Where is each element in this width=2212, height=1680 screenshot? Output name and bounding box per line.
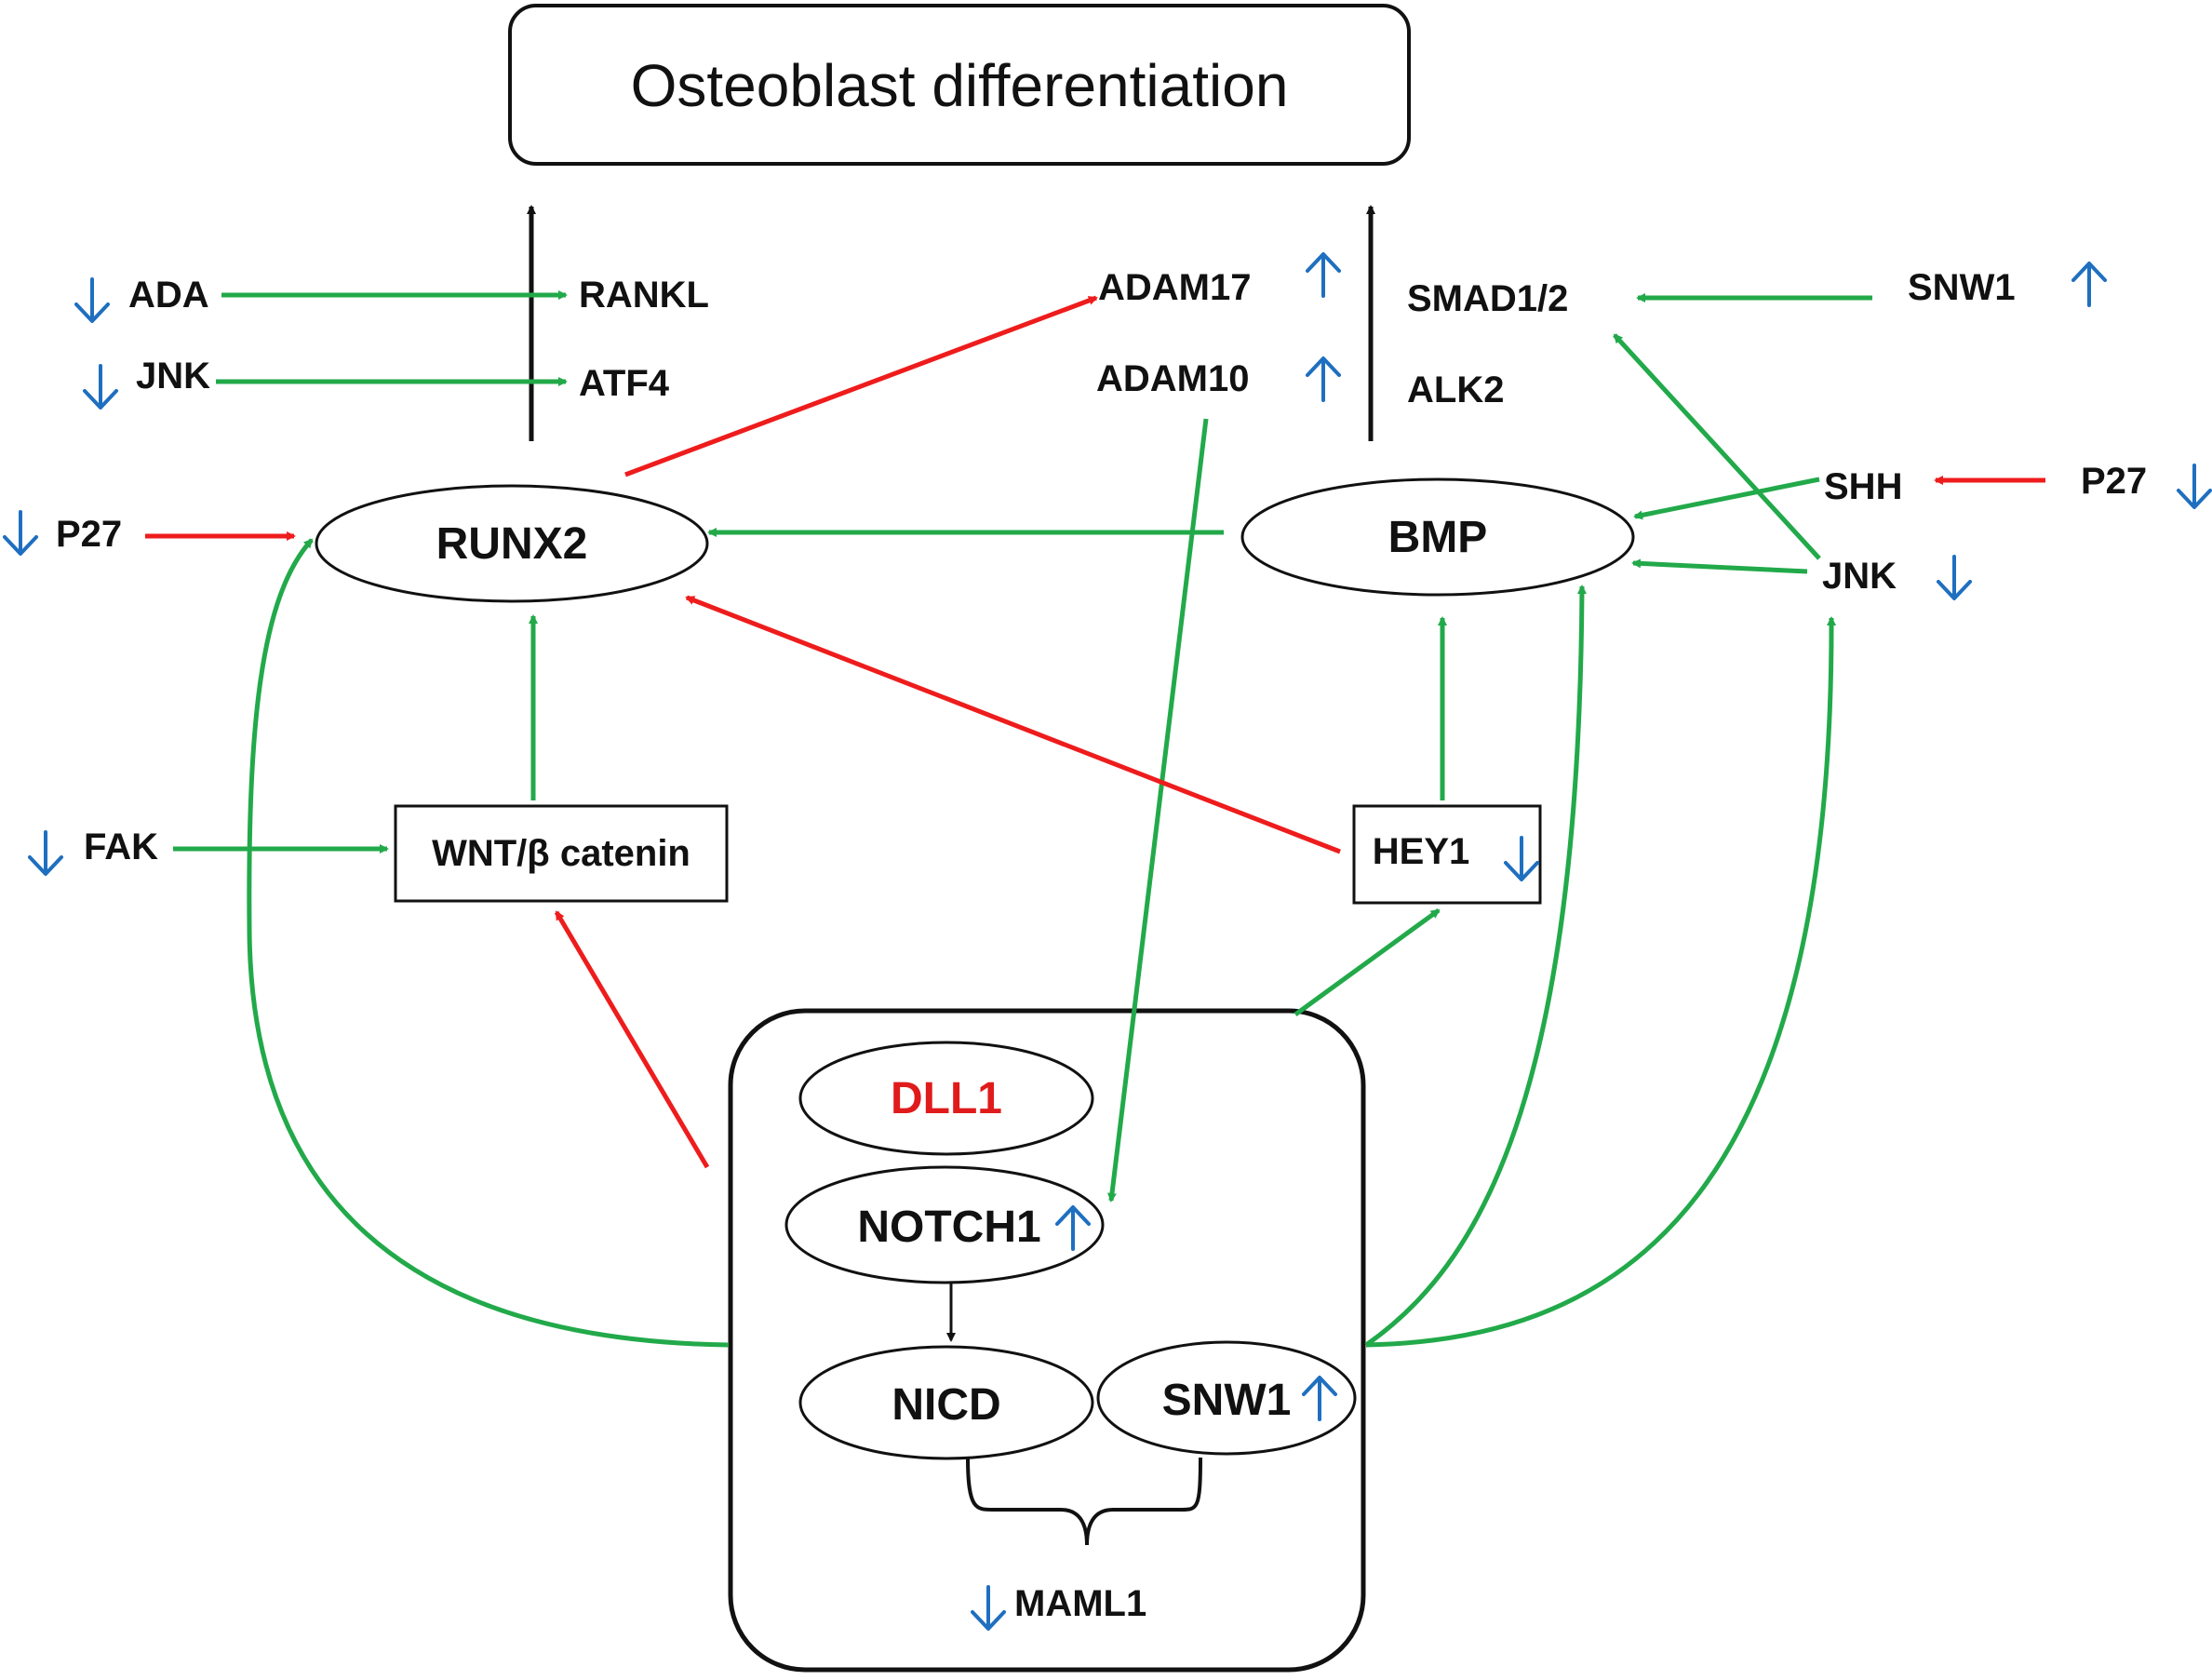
maml1-brace: [966, 1457, 1202, 1546]
wnt-label: WNT/β catenin: [432, 833, 690, 874]
snw1-inner-label: SNW1: [1162, 1376, 1292, 1425]
arrow-notch-to-hey1: [1294, 907, 1441, 1017]
up-arrow-icon: [1306, 252, 1341, 298]
p27-right-label: P27: [2081, 461, 2147, 502]
smad-label: SMAD1/2: [1407, 278, 1568, 319]
notch-complex-box: [728, 1008, 1366, 1673]
p27-left-label: P27: [56, 514, 122, 555]
title-box: [508, 4, 1411, 166]
nicd-node: [798, 1345, 1094, 1460]
up-arrow-icon: [1306, 356, 1341, 402]
down-arrow-icon: [83, 364, 118, 410]
arrow-runx2-to-adam17: [624, 295, 1098, 477]
wnt-node: [394, 804, 729, 903]
down-arrow-icon: [28, 830, 63, 876]
hey1-node: [1352, 804, 1542, 905]
fak-label: FAK: [84, 827, 158, 867]
bmp-node: [1240, 477, 1635, 597]
atf4-label: ATF4: [579, 363, 670, 404]
jnk-right-label: JNK: [1822, 556, 1897, 597]
jnk-left-label: JNK: [136, 356, 210, 396]
down-arrow-icon: [1504, 836, 1539, 881]
notch1-node: [784, 1165, 1105, 1284]
arrow-notch-to-bmp: [1364, 585, 1587, 1348]
alk2-label: ALK2: [1407, 370, 1504, 410]
arrow-notch-to-runx2: [247, 538, 730, 1348]
down-arrow-icon: [971, 1585, 1006, 1631]
dll1-label: DLL1: [891, 1074, 1002, 1123]
dll1-node: [798, 1041, 1094, 1156]
down-arrow-icon: [3, 510, 38, 556]
snw1-right-label: SNW1: [1908, 267, 2016, 308]
runx2-node: [315, 484, 709, 603]
adam17-label: ADAM17: [1098, 267, 1251, 308]
rankl-label: RANKL: [579, 275, 709, 316]
snw1-inner-node: [1096, 1340, 1357, 1456]
up-arrow-icon: [1055, 1205, 1091, 1251]
arrow-adam10-to-notch1: [1107, 418, 1209, 1203]
notch1-label: NOTCH1: [857, 1203, 1040, 1252]
down-arrow-icon: [74, 277, 110, 323]
down-arrow-icon: [2177, 464, 2212, 509]
arrow-jnk-to-bmp: [1631, 558, 1808, 574]
shh-label: SHH: [1824, 466, 1902, 507]
bmp-label: BMP: [1388, 513, 1488, 562]
runx2-label: RUNX2: [436, 519, 588, 569]
diagram-title: Osteoblast differentiation: [631, 52, 1289, 119]
arrow-shh-to-bmp: [1633, 477, 1820, 520]
ada-label: ADA: [128, 275, 209, 316]
up-arrow-icon: [2071, 262, 2107, 307]
arrow-jnk-to-smad: [1613, 333, 1821, 560]
nicd-label: NICD: [892, 1380, 1000, 1430]
adam10-label: ADAM10: [1096, 358, 1249, 399]
arrow-notch-to-wnt: [554, 910, 710, 1169]
hey1-label: HEY1: [1373, 831, 1470, 872]
maml1-label: MAML1: [1014, 1583, 1146, 1624]
arrow-notch-to-jnk: [1365, 616, 1837, 1348]
arrow-hey1-to-runx2: [685, 595, 1341, 854]
down-arrow-icon: [1937, 555, 1972, 600]
up-arrow-icon: [1302, 1376, 1337, 1421]
